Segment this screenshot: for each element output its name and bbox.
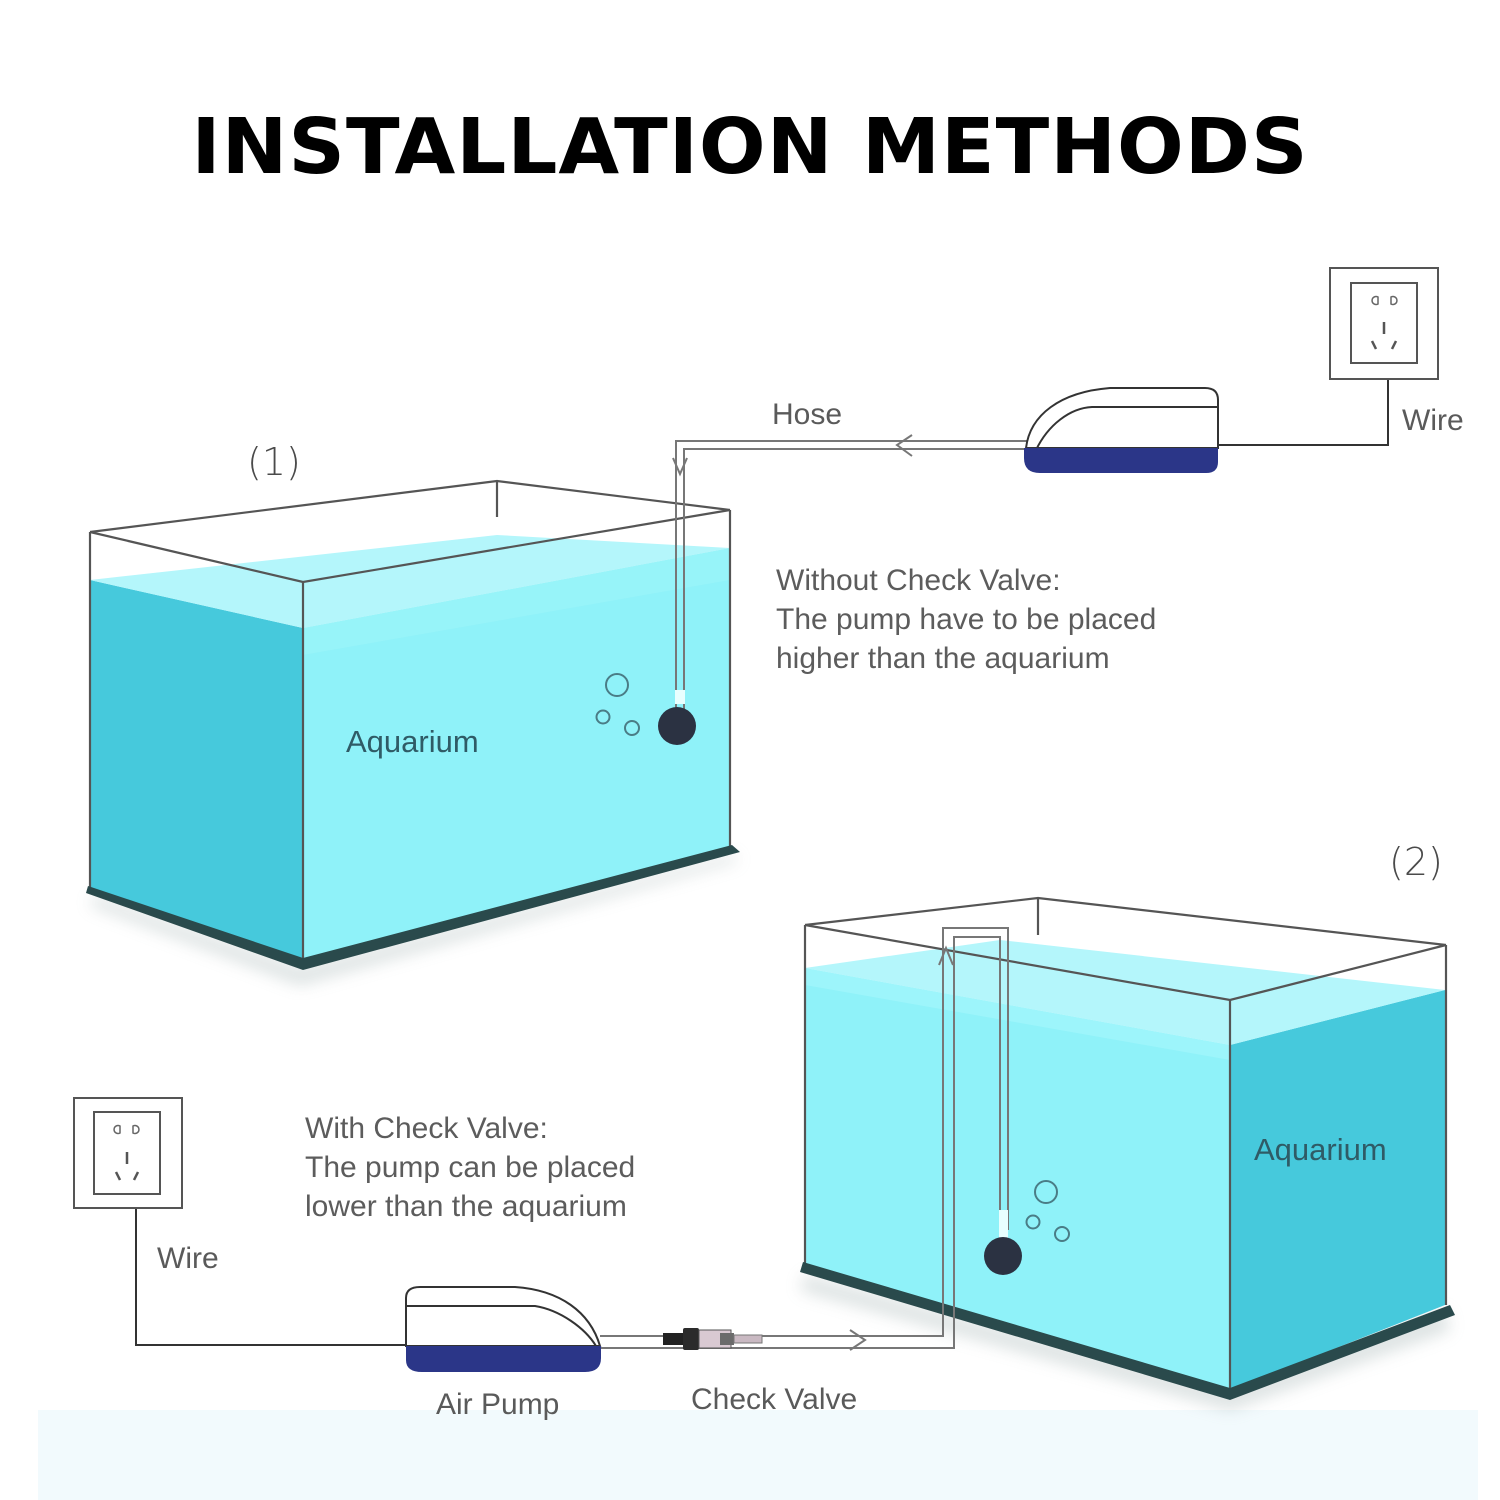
method1-note-line2: higher than the aquarium (776, 642, 1110, 675)
method1-hose (675, 440, 1030, 710)
method2-air-pump-icon (405, 1286, 602, 1372)
bottom-tint-band (38, 1410, 1478, 1500)
check-valve-icon (663, 1328, 763, 1350)
page-title: INSTALLATION METHODS (191, 103, 1309, 192)
method1-air-stone-icon (658, 690, 696, 745)
method2-valve-label: Check Valve (691, 1383, 858, 1416)
method2-note: With Check Valve: The pump can be placed… (305, 1109, 635, 1226)
method2-bubbles-icon (1025, 1180, 1070, 1242)
method1-hose-label: Hose (772, 398, 843, 431)
method2-hose (600, 927, 1009, 1349)
method2-wire-label: Wire (157, 1242, 219, 1275)
method1-number: (1) (247, 440, 301, 484)
method2-wire (135, 1208, 406, 1346)
flow-arrow-icon (672, 434, 913, 477)
method2-note-line1: The pump can be placed (305, 1151, 636, 1184)
method1-aquarium (86, 479, 740, 985)
method1-wall-outlet-icon (1329, 267, 1439, 380)
method1-wire-label: Wire (1402, 404, 1464, 437)
method2-note-line2: lower than the aquarium (305, 1190, 627, 1223)
method1-aquarium-label: Aquarium (346, 724, 479, 759)
method1-bubbles-icon (595, 673, 640, 736)
method2-aquarium (800, 896, 1455, 1410)
method2-pump-label: Air Pump (436, 1388, 560, 1421)
method2-number: (2) (1389, 840, 1443, 884)
method1-note: Without Check Valve: The pump have to be… (776, 561, 1156, 678)
method1-wire (1218, 380, 1389, 446)
method1-note-heading: Without Check Valve: (776, 564, 1061, 597)
method1-note-line1: The pump have to be placed (776, 603, 1157, 636)
method2-wall-outlet-icon (73, 1097, 183, 1209)
method1-air-pump-icon (1024, 387, 1219, 473)
method2-aquarium-label: Aquarium (1254, 1132, 1387, 1167)
method2-note-heading: With Check Valve: (305, 1112, 548, 1145)
method2-air-stone-icon (984, 1210, 1022, 1275)
flow-arrow-icon (849, 945, 954, 1351)
